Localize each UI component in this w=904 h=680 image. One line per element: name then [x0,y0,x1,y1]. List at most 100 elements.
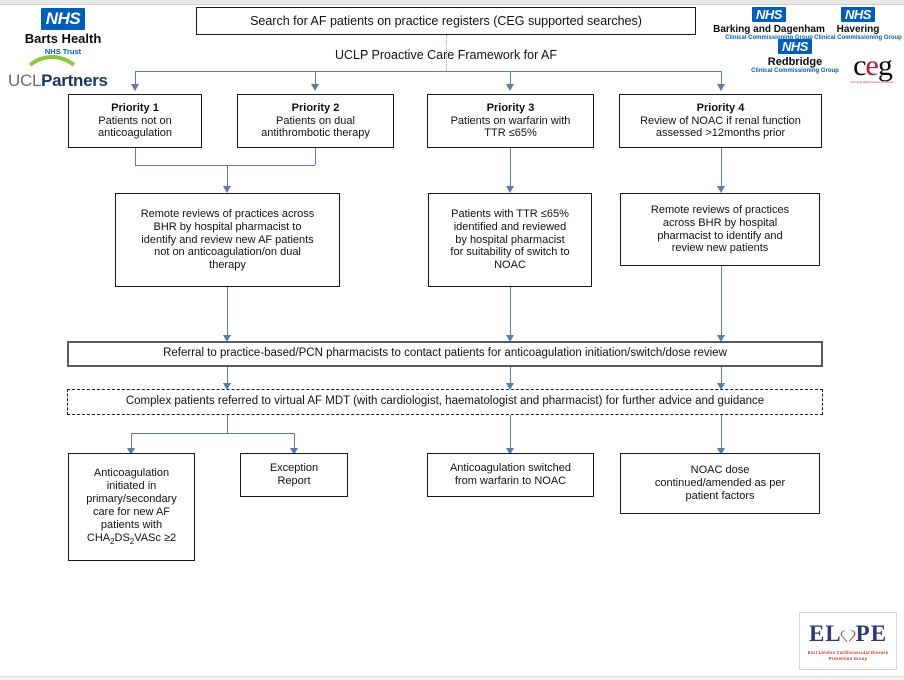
search-registers-label: Search for AF patients on practice regis… [250,13,642,28]
logo-elipse-el: EL [808,621,842,646]
logo-havering-ccg: NHS Havering Clinical Commissioning Grou… [812,6,904,41]
priority-2-box: Priority 2 Patients on dual antithrombot… [237,94,394,148]
action-1-line5: therapy [209,259,246,272]
action-3-line3: pharmacist to identify and [657,229,783,242]
action-3-line1: Remote reviews of practices [650,203,790,216]
referral-bar-label: Referral to practice-based/PCN pharmacis… [163,347,727,360]
outcome-3-arrowhead [505,448,514,455]
action-2-line1: Patients with TTR ≤65% [451,207,569,220]
action-1-line1: Remote reviews of practices across [140,207,315,220]
priority-1-box: Priority 1 Patients not on anticoagulati… [68,94,202,148]
priority-distribution-bar [135,71,721,72]
logo-elipse-sub1: East London Cardiovascular Disease [807,650,889,655]
logo-uclpartners: UCLPartners [6,55,116,95]
priority-4-drop [721,71,722,85]
priority-4-title: Priority 4 [696,101,745,114]
priority-3-box: Priority 3 Patients on warfarin with TTR… [427,94,594,148]
priority-4-desc-line1: Review of NOAC if renal function [640,114,801,127]
logo-barking-name: Barking and Dagenham [713,24,825,35]
framework-caption-label: UCLP Proactive Care Framework for AF [334,48,558,62]
mdt-feed-right [721,367,722,384]
action-2-line3: by hospital pharmacist [455,233,565,246]
priority-2-drop [315,71,316,85]
referral-feed-right [721,266,722,336]
logo-redbridge-name: Redbridge [767,56,823,68]
referral-feed-left [227,287,228,336]
logo-barts-sub: NHS Trust [44,47,82,56]
action-3-line4: review new patients [671,242,769,255]
outcome-1-line1: Anticoagulation [93,467,170,480]
referral-bar-box: Referral to practice-based/PCN pharmacis… [67,341,823,367]
nhs-badge-icon: NHS [778,39,812,54]
action-1-arrowhead [222,186,231,193]
logo-uclpartners-text: UCLPartners [8,71,108,91]
outcome-3-drop [510,415,511,449]
action-1-line2: BHR by hospital pharmacist to [153,220,302,233]
referral-feed-mid [510,287,511,336]
outcome-1-drop [131,433,132,449]
logo-elipse-pe: PE [855,621,888,646]
priority-1-title: Priority 1 [111,101,159,114]
priority-4-desc-line2: assessed >12months prior [655,127,786,140]
logo-uclpartners-suffix: Partners [41,71,108,90]
outcome-noac-dose-box: NOAC dose continued/amended as per patie… [620,453,820,514]
logo-ceg-g: g [877,49,893,82]
priority-2-desc-line1: Patients on dual [276,114,355,127]
outcome-1-arrowhead [126,448,135,455]
mdt-bar-label: Complex patients referred to virtual AF … [125,395,765,408]
outcome-2-line1: Exception [269,462,319,475]
priority-1-desc-line2: anticoagulation [97,127,172,140]
outcome-3-line2: from warfarin to NOAC [454,475,567,487]
outcome-4-line1: NOAC dose [690,464,750,477]
mdt-feed-right-arrowhead [716,383,725,390]
top-divider [0,0,904,5]
priority-2-desc-line2: antithrombotic therapy [261,127,370,140]
search-registers-box: Search for AF patients on practice regis… [196,7,696,35]
action-3-line2: across BHR by hospital [662,216,778,229]
priority-2-title: Priority 2 [291,101,340,114]
nhs-badge-icon: NHS [841,7,875,22]
mdt-bar-box: Complex patients referred to virtual AF … [67,389,823,415]
action-2-line2: identified and reviewed [453,220,567,233]
outcome-1-line4: care for new AF [92,506,171,519]
outcome-2-drop [294,433,295,449]
outcome-4-line3: patient factors [685,489,755,502]
outcome-1-score-suffix: VASc ≥2 [134,532,177,545]
logo-ceg-word: ceg [845,49,900,82]
priority-1-merge-stem [135,148,136,165]
logo-barking-dagenham-ccg: NHS Barking and Dagenham Clinical Commis… [705,6,833,41]
action-2-arrowhead [505,186,514,193]
action-ttr-review-box: Patients with TTR ≤65% identified and re… [428,193,592,287]
outcome-1-score-prefix: CHA [86,532,111,545]
priority-4-arrowhead [716,84,725,91]
outcome-4-arrowhead [716,448,725,455]
action-3-arrowhead [716,186,725,193]
uclpartners-arc-icon [20,55,84,83]
referral-feed-left-arrowhead [222,335,231,342]
mdt-feed-mid-arrowhead [505,383,514,390]
logo-barts-name: Barts Health [24,31,102,46]
logo-havering-name: Havering [836,24,880,35]
priority-2-arrowhead [310,84,319,91]
logo-elipse-word: EL PE [800,622,896,645]
outcome-1-line3: primary/secondary [86,493,177,506]
logo-havering-sub: Clinical Commissioning Group [814,35,902,41]
outcome-anticoagulation-initiated-box: Anticoagulation initiated in primary/sec… [68,453,195,561]
priority-2-merge-stem [315,148,316,165]
logo-redbridge-sub: Clinical Commissioning Group [751,68,839,74]
outcome-4-line2: continued/amended as per [654,477,786,490]
action-2-line5: NOAC [494,259,526,272]
mdt-feed-mid [510,367,511,384]
outcome-1-line5: patients with [100,519,163,532]
outcome-4-drop [721,415,722,449]
logo-redbridge-ccg: NHS Redbridge Clinical Commissioning Gro… [745,38,845,74]
logo-barking-sub: Clinical Commissioning Group [725,35,813,41]
outcome-split-stem [227,415,228,433]
logo-ceg-sub: Clinical Effectiveness Group [850,80,895,84]
framework-caption: UCLP Proactive Care Framework for AF [296,48,596,62]
logo-uclpartners-prefix: UCL [8,71,42,90]
priority-3-feed [510,148,511,187]
outcome-1-score-sub2: 2 [129,537,135,547]
outcome-2-arrowhead [289,448,298,455]
